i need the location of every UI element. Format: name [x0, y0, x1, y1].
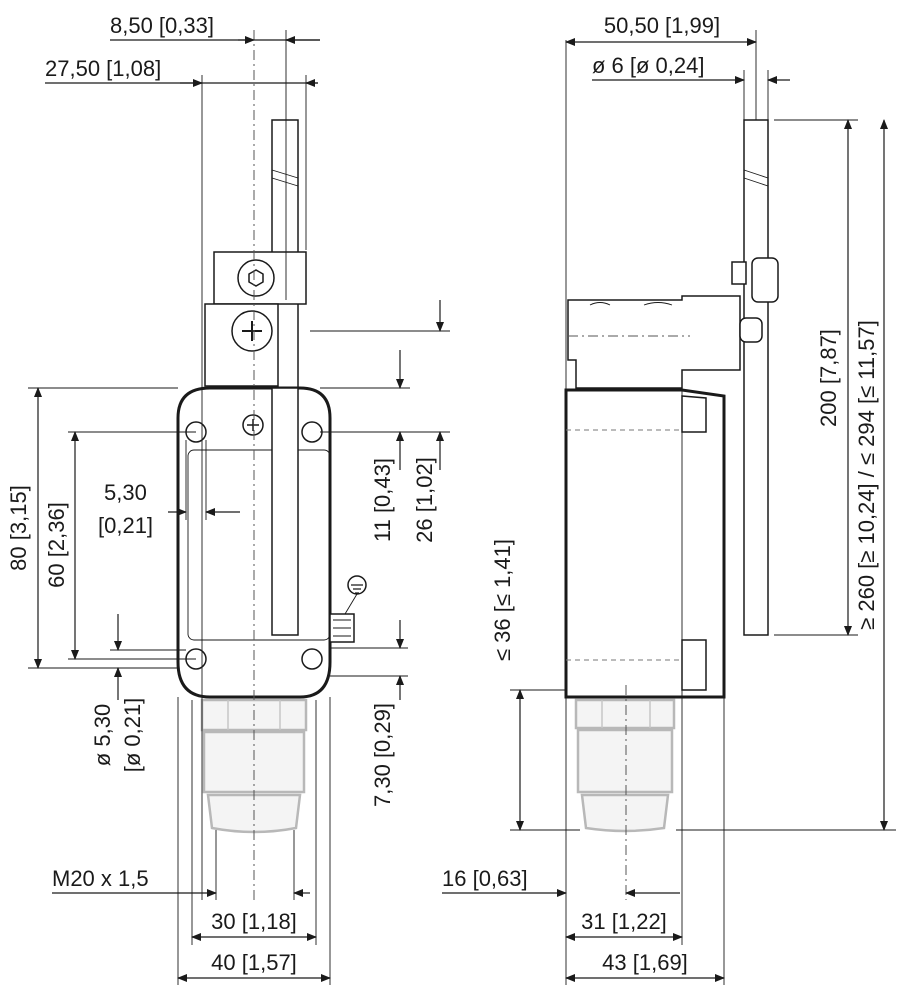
dim-36: ≤ 36 [≤ 1,41] — [490, 539, 515, 661]
dim-5-30-top: 5,30 — [104, 480, 147, 505]
dim-260-294: ≥ 260 [≥ 10,24] / ≤ 294 [≤ 11,57] — [854, 320, 879, 630]
dim-31: 31 [1,22] — [581, 909, 667, 934]
side-cable-gland — [574, 698, 676, 833]
dim-dia-6: ø 6 [ø 0,24] — [592, 53, 705, 78]
dim-dia-5-30-a: ø 5,30 — [90, 704, 115, 766]
dim-8-50: 8,50 [0,33] — [110, 13, 214, 38]
dim-30: 30 [1,18] — [211, 909, 297, 934]
front-view — [176, 30, 367, 900]
dim-60: 60 [2,36] — [44, 502, 69, 588]
dim-26: 26 [1,02] — [412, 457, 437, 543]
dim-16: 16 [0,63] — [442, 866, 528, 891]
dim-80: 80 [3,15] — [6, 485, 31, 571]
dim-40: 40 [1,57] — [211, 950, 297, 975]
dim-43: 43 [1,69] — [602, 950, 688, 975]
front-dimensions: 8,50 [0,33] 27,50 [1,08] 80 [3,15] 60 [2… — [6, 13, 450, 985]
dim-m20: M20 x 1,5 — [52, 866, 149, 891]
dim-50-50: 50,50 [1,99] — [604, 13, 720, 38]
dim-200: 200 [7,87] — [816, 329, 841, 427]
dim-27-50: 27,50 [1,08] — [45, 56, 161, 81]
side-housing — [564, 388, 726, 699]
dim-7-30: 7,30 [0,29] — [370, 703, 395, 807]
dim-dia-5-30-b: [ø 0,21] — [120, 698, 145, 773]
side-head — [567, 295, 741, 389]
side-dimensions: 50,50 [1,99] ø 6 [ø 0,24] 200 [7,87] ≥ 2… — [442, 13, 896, 985]
ground-symbol — [344, 575, 367, 615]
side-view — [564, 119, 779, 900]
dim-11: 11 [0,43] — [370, 458, 395, 542]
side-rod — [743, 119, 769, 636]
dim-5-30-bottom: [0,21] — [98, 513, 153, 538]
